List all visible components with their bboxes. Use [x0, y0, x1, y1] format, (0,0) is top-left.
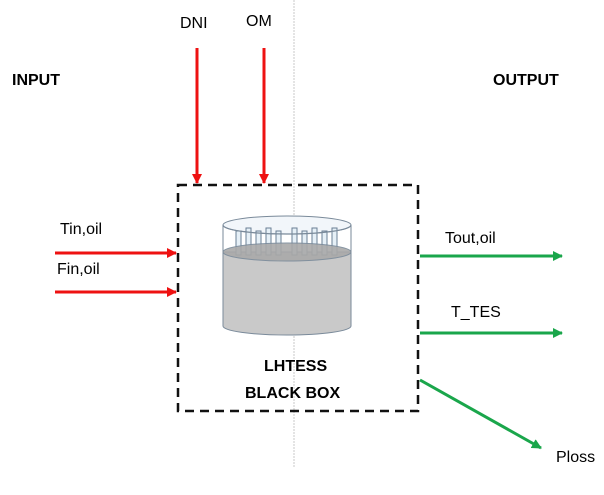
ploss-label: Ploss — [556, 449, 596, 466]
box-title-line1: LHTESS — [264, 358, 328, 375]
box-title-line2: BLACK BOX — [245, 385, 341, 402]
storage-tank-icon — [222, 215, 352, 336]
fin-oil-label: Fin,oil — [57, 261, 100, 278]
t-tes-label: T_TES — [451, 304, 501, 321]
input-heading: INPUT — [12, 72, 60, 89]
om-label: OM — [246, 13, 272, 30]
output-heading: OUTPUT — [493, 72, 559, 89]
tin-oil-label: Tin,oil — [60, 221, 103, 238]
black-box-border — [176, 183, 420, 413]
dni-label: DNI — [180, 15, 208, 32]
ploss-arrow — [419, 378, 542, 450]
tout-oil-label: Tout,oil — [445, 230, 496, 247]
